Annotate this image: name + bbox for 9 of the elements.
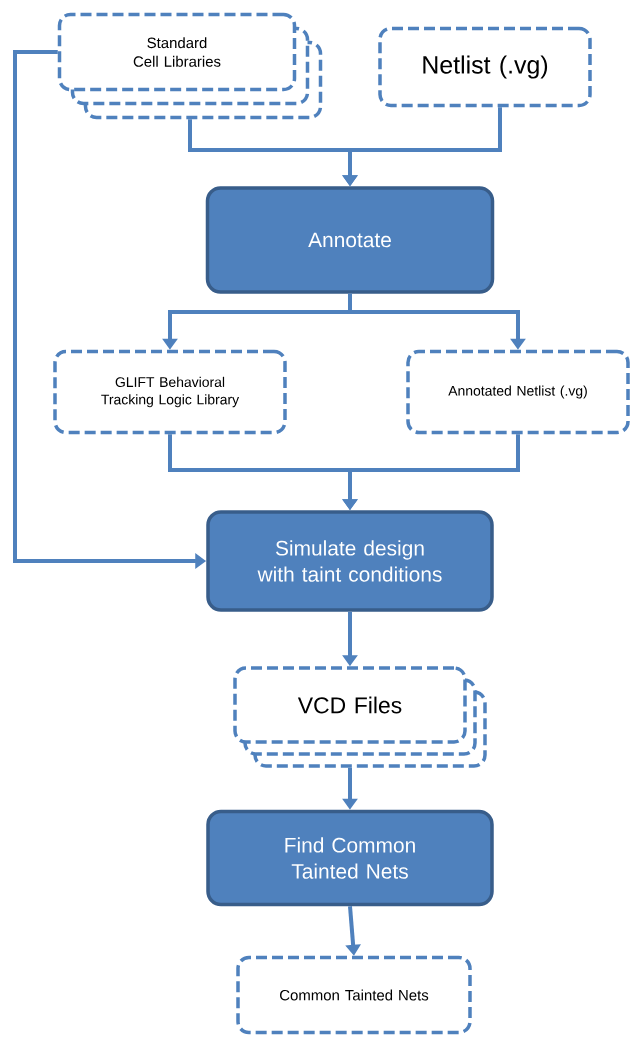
document-box: Common Tainted Nets: [236, 955, 472, 1035]
document-box: VCD Files: [233, 666, 487, 768]
document-box: Standard Cell Libraries: [57, 12, 323, 120]
process-box: Simulate design with taint conditions: [206, 510, 494, 612]
document-box: Annotated Netlist (.vg): [406, 349, 630, 435]
process-box: Annotate: [205, 186, 495, 294]
document-box: GLIFT Behavioral Tracking Logic Library: [53, 349, 287, 435]
process-box: Find Common Tainted Nets: [206, 809, 494, 907]
document-box: Netlist (.vg): [378, 26, 592, 108]
